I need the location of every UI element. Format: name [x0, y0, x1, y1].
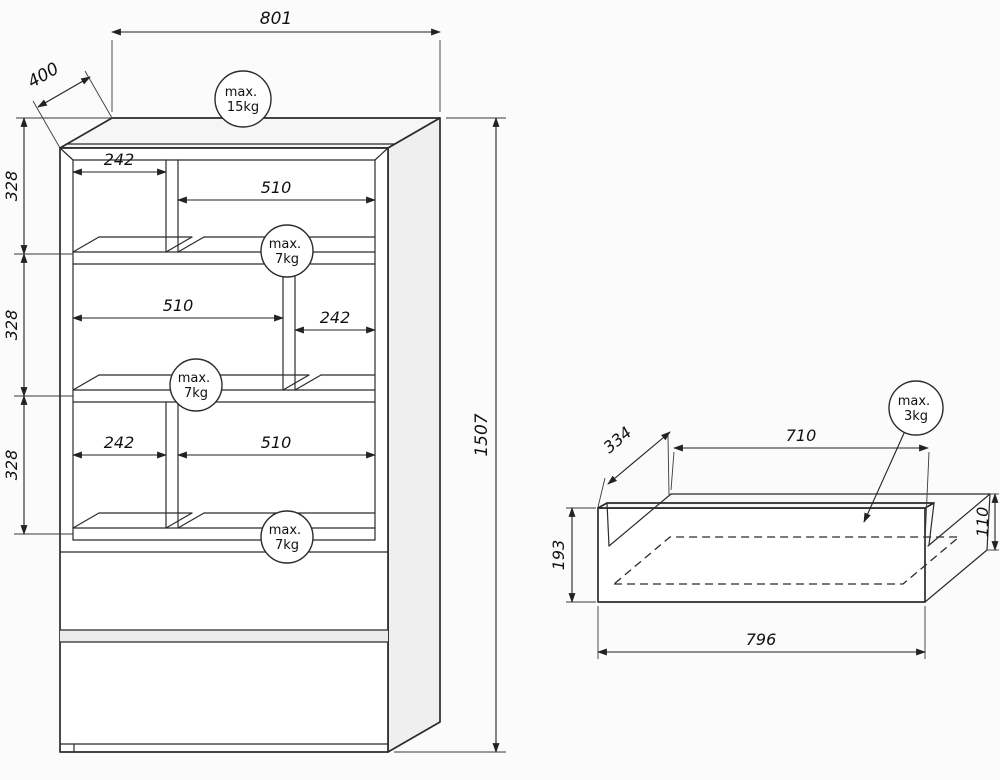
drawer-body	[597, 493, 991, 603]
drawer-badge-line1: max.	[898, 394, 930, 409]
dimension-drawer-inner-width: 710	[670, 426, 930, 543]
badge-top-line1: max.	[225, 85, 257, 100]
drawer-right-side-bottom-edge	[924, 549, 988, 603]
max-load-badge-shelf2: max. 7kg	[169, 358, 223, 412]
dimension-cabinet-width: 801	[111, 9, 441, 112]
drawer-diagram: 334 710 193 796 110	[549, 380, 999, 659]
badge1-line1: max.	[269, 237, 301, 252]
cabinet-width-label: 801	[260, 9, 292, 29]
row3-left-label: 242	[104, 433, 135, 452]
badge1-line2: 7kg	[275, 252, 299, 267]
max-load-badge-shelf1: max. 7kg	[260, 224, 314, 278]
shelf-height-label-1: 328	[2, 171, 21, 202]
drawer-front-face	[597, 507, 926, 603]
badge-top-line2: 15kg	[227, 100, 259, 115]
dimension-shelf-heights: 328 328 328	[2, 117, 112, 535]
row2-right-label: 242	[320, 308, 351, 327]
dimension-drawer-depth: 334	[597, 423, 671, 508]
dimension-drawer-outer-width: 796	[597, 606, 926, 659]
badge2-line2: 7kg	[184, 386, 208, 401]
badge3-line1: max.	[269, 523, 301, 538]
shelf-height-label-2: 328	[2, 310, 21, 341]
max-load-badge-top: max. 15kg	[214, 70, 272, 128]
drawer-left-side-top-edge	[608, 493, 672, 547]
bookcase-side-face	[387, 117, 441, 753]
dimension-drawer-front-height: 193	[549, 507, 596, 603]
dimension-row2: 510 242	[72, 296, 376, 334]
svg-text:max. 15kg: max. 15kg	[225, 85, 262, 115]
max-load-badge-drawer: max. 3kg	[863, 380, 944, 523]
dimension-cabinet-height: 1507	[394, 117, 506, 753]
drawer-side-height-label: 110	[973, 507, 992, 538]
dimension-row1: 242 510	[72, 150, 376, 204]
drawer-back-right-edge	[986, 493, 991, 551]
cabinet-depth-label: 400	[24, 59, 62, 93]
row1-left-label: 242	[104, 150, 135, 169]
svg-text:max. 7kg: max. 7kg	[269, 523, 306, 553]
dimension-drawer-side-height: 110	[973, 493, 999, 551]
shelf-height-label-3: 328	[2, 450, 21, 481]
badge2-line1: max.	[178, 371, 210, 386]
drawer-depth-label: 334	[600, 423, 636, 457]
row1-right-label: 510	[261, 178, 292, 197]
dimension-row3: 242 510	[72, 433, 376, 459]
bookcase-drawer-fronts	[59, 551, 389, 753]
svg-text:max. 3kg: max. 3kg	[898, 394, 935, 424]
drawer-front-top-face	[597, 502, 935, 509]
bookcase-diagram: 801 400 1507 328 328 328	[2, 9, 506, 753]
max-load-badge-shelf3: max. 7kg	[260, 510, 314, 564]
drawer-front-height-label: 193	[549, 540, 568, 571]
drawer-inner-width-label: 710	[786, 426, 817, 445]
row2-left-label: 510	[163, 296, 194, 315]
bookcase-front-face	[59, 147, 389, 753]
drawer-badge-line2: 3kg	[904, 409, 928, 424]
row3-right-label: 510	[261, 433, 292, 452]
cabinet-height-label: 1507	[472, 413, 492, 456]
drawer-outer-width-label: 796	[746, 630, 777, 649]
svg-text:max. 7kg: max. 7kg	[269, 237, 306, 267]
svg-text:max. 7kg: max. 7kg	[178, 371, 215, 401]
badge3-line2: 7kg	[275, 538, 299, 553]
